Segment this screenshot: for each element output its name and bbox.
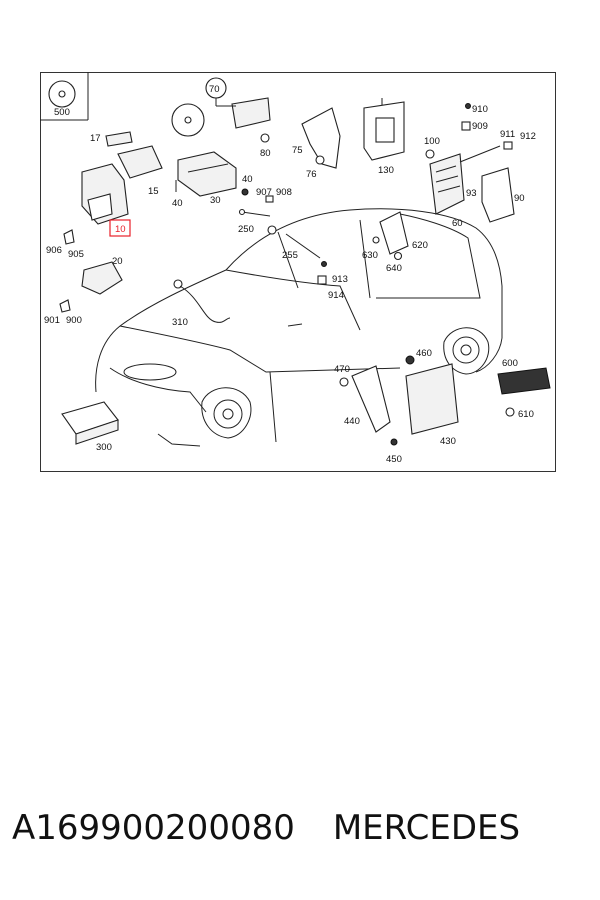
- callout-914: 914: [328, 290, 344, 301]
- callout-640: 640: [386, 263, 402, 274]
- callout-40a: 40: [242, 174, 253, 185]
- parts-diagram: 500 70 80 17 15 40 30 40 907 908 10: [40, 72, 551, 465]
- bracket-75: 75 76: [292, 107, 341, 180]
- callout-100: 100: [424, 136, 440, 147]
- callout-500: 500: [54, 107, 70, 118]
- part-number: A169900200080: [12, 808, 295, 848]
- callout-620: 620: [412, 240, 428, 251]
- callout-913: 913: [332, 274, 348, 285]
- fasteners-909-910: 910 909 100 911 912: [424, 103, 536, 159]
- callout-40b: 40: [172, 198, 183, 209]
- callout-70: 70: [209, 84, 220, 95]
- callout-10: 10: [115, 224, 126, 235]
- callout-30: 30: [210, 195, 221, 206]
- callout-310: 310: [172, 317, 188, 328]
- module-430: 460 430: [405, 348, 459, 447]
- car-body: [95, 208, 503, 447]
- callout-600: 600: [502, 358, 518, 369]
- amplifier-60: 60 93 90: [429, 145, 525, 229]
- brand-name: MERCEDES: [332, 808, 521, 848]
- callout-20: 20: [112, 256, 123, 267]
- antenna-cable-250-255: 250 255 913 914: [238, 208, 348, 301]
- control-unit-30: 40 30 40 907 908: [172, 151, 292, 209]
- callout-90: 90: [514, 193, 525, 204]
- footer: A169900200080 MERCEDES: [12, 808, 592, 856]
- callout-630: 630: [362, 250, 378, 261]
- audio-unit-10: 10 906 905: [46, 163, 131, 260]
- cable-310: 310: [172, 279, 231, 328]
- callout-910: 910: [472, 104, 488, 115]
- callout-93: 93: [466, 188, 477, 199]
- bracket-440: 470 440 450: [334, 364, 402, 465]
- callout-250: 250: [238, 224, 254, 235]
- module-20: 20 901 900: [44, 256, 123, 326]
- diagram-frame: [40, 72, 556, 472]
- callout-76: 76: [306, 169, 317, 180]
- callout-610: 610: [518, 409, 534, 420]
- callout-130: 130: [378, 165, 394, 176]
- callout-900: 900: [66, 315, 82, 326]
- callout-15: 15: [148, 186, 159, 197]
- callout-905: 905: [68, 249, 84, 260]
- callout-430: 430: [440, 436, 456, 447]
- callout-440: 440: [344, 416, 360, 427]
- antenna-modules: 17 15: [90, 131, 163, 197]
- callout-300: 300: [96, 442, 112, 453]
- callout-80: 80: [260, 148, 271, 159]
- bracket-130: 130: [363, 98, 405, 176]
- callout-470: 470: [334, 364, 350, 375]
- bracket-620: 620 630 640: [362, 211, 428, 274]
- cd-inset-box: 500: [40, 72, 89, 121]
- callout-450: 450: [386, 454, 402, 465]
- callout-912: 912: [520, 131, 536, 142]
- callout-460: 460: [416, 348, 432, 359]
- callout-907: 907: [256, 187, 272, 198]
- module-600: 600 610: [497, 358, 551, 420]
- callout-909: 909: [472, 121, 488, 132]
- callout-906: 906: [46, 245, 62, 256]
- callout-911: 911: [500, 129, 515, 140]
- module-300: 300: [61, 401, 119, 453]
- callout-17: 17: [90, 133, 101, 144]
- callout-60: 60: [452, 218, 463, 229]
- callout-75: 75: [292, 145, 303, 156]
- highlight-box: [109, 219, 131, 237]
- navigation-disc-group: 70 80: [171, 77, 271, 159]
- callout-901: 901: [44, 315, 60, 326]
- callout-908: 908: [276, 187, 292, 198]
- callout-255: 255: [282, 250, 298, 261]
